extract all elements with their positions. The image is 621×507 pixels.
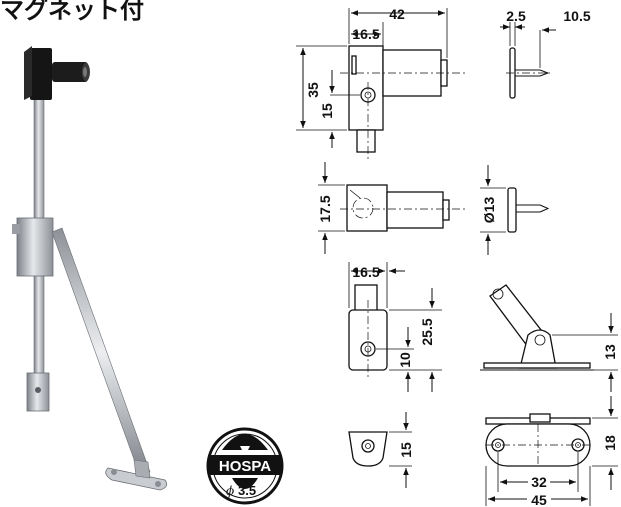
dim-18: 18 (602, 435, 618, 451)
view-front-top (296, 8, 465, 160)
dim-45-bg (527, 492, 551, 506)
dim-16-5: 16.5 (352, 26, 379, 42)
view-bracket-front (348, 262, 442, 392)
product-photo (12, 46, 168, 491)
dim-42: 42 (389, 6, 405, 22)
dim-15-end: 15 (398, 442, 414, 458)
hospa-logo (206, 427, 284, 505)
dim-17-5: 17.5 (317, 195, 333, 222)
view-pin-head (480, 165, 550, 255)
dim-35: 35 (305, 82, 321, 98)
dim-10: 10 (397, 352, 413, 368)
dim-16-5-bracket: 16.5 (352, 264, 379, 280)
view-end (348, 412, 412, 488)
view-foot-top (485, 396, 618, 506)
page-title: マグネット付 (0, 0, 144, 24)
dim-45: 45 (531, 492, 547, 507)
dim-13-foot: 13 (602, 344, 618, 360)
dim-25-5: 25.5 (419, 318, 435, 345)
dim-10-5: 10.5 (563, 8, 590, 24)
dim-32-bg (528, 474, 550, 488)
dim-15: 15 (319, 103, 335, 119)
hospa-screw-size: 3.5 (238, 483, 256, 498)
view-foot-side (480, 284, 618, 392)
dim-diameter-13: Ø13 (481, 197, 497, 224)
hospa-brand-text: HOSPA (219, 458, 271, 475)
hospa-phi-symbol: ϕ (226, 484, 234, 498)
view-top (318, 162, 465, 254)
dim-2-5: 2.5 (506, 8, 526, 24)
view-pin-side (500, 22, 556, 99)
dim-32: 32 (531, 474, 547, 490)
